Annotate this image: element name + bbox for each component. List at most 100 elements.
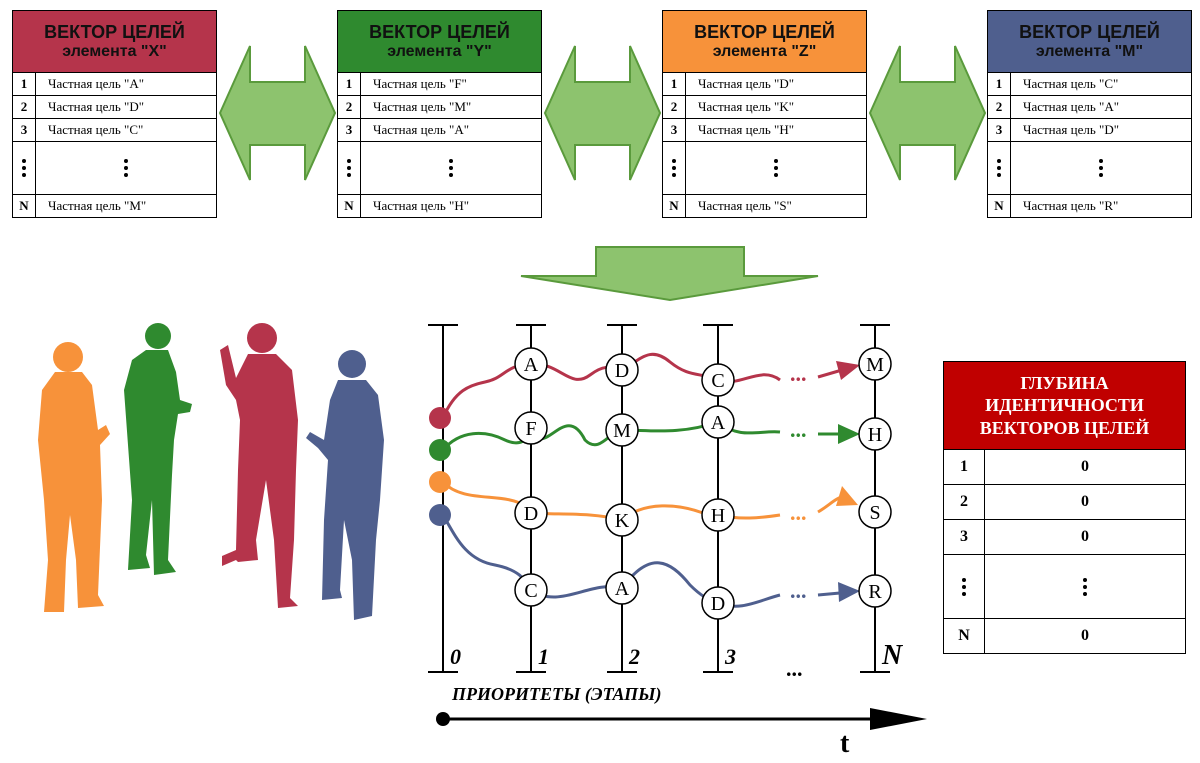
vector-row: 1 Частная цель "F": [338, 73, 541, 96]
ellipsis-icon: [338, 142, 361, 194]
row-text: Частная цель "D": [48, 99, 145, 114]
node-1-2: [605, 353, 639, 387]
row-text: Частная цель "C": [1023, 76, 1119, 91]
arrow-row3: [817, 486, 858, 514]
node-4-2: [605, 571, 639, 605]
row-text: Частная цель "D": [698, 76, 795, 91]
row-text: Частная цель "F": [373, 76, 467, 91]
node-1-4: [858, 347, 892, 381]
row-number: 1: [663, 73, 686, 95]
double-arrow-zm: [868, 45, 987, 181]
row-number: N: [944, 619, 985, 653]
node-label: C: [711, 370, 724, 392]
stage-label-2: 2: [628, 644, 640, 669]
down-arrow: [520, 246, 819, 302]
depth-title-line: ВЕКТОРОВ ЦЕЛЕЙ: [979, 417, 1150, 438]
node-3-2: [605, 503, 639, 537]
row-number: 1: [13, 73, 36, 95]
vector-row-ellipsis: [663, 142, 866, 195]
ellipsis-icon: [985, 555, 1185, 618]
ellipsis-icon: [36, 142, 216, 194]
depth-title-line: ИДЕНТИЧНОСТИ: [985, 395, 1144, 416]
row-number: 1: [988, 73, 1011, 95]
node-label: M: [866, 354, 884, 376]
node-label: H: [711, 505, 725, 527]
row-number: 3: [944, 520, 985, 554]
grid-nodes: [514, 347, 892, 620]
ellipsis-icon: [13, 142, 36, 194]
continuation-dots-row4: ...: [790, 578, 807, 603]
depth-table-header: ГЛУБИНА ИДЕНТИЧНОСТИ ВЕКТОРОВ ЦЕЛЕЙ: [944, 362, 1185, 450]
row-number: 2: [663, 96, 686, 118]
continuation-dots-row3: ...: [790, 500, 807, 525]
node-label: F: [525, 418, 536, 440]
ellipsis-icon: [361, 142, 541, 194]
vector-subtitle: элемента "X": [62, 42, 167, 60]
vector-subtitle: элемента "Y": [387, 42, 492, 60]
node-3-1: [514, 496, 548, 530]
vector-title: ВЕКТОР ЦЕЛЕЙ: [1019, 21, 1160, 42]
vector-title: ВЕКТОР ЦЕЛЕЙ: [694, 21, 835, 42]
double-arrow-xy: [218, 45, 337, 181]
node-label: A: [524, 354, 539, 376]
stage-label-3: 3: [724, 644, 736, 669]
node-label: D: [711, 593, 725, 615]
blue-person: [306, 350, 384, 620]
continuation-dots-row2: ...: [790, 417, 807, 442]
vector-header: ВЕКТОР ЦЕЛЕЙ элемента "Z": [663, 11, 866, 73]
green-person: [124, 323, 192, 575]
node-4-4: [858, 574, 892, 608]
ellipsis-icon: [663, 142, 686, 194]
node-3-4: [858, 495, 892, 529]
ellipsis-icon: [686, 142, 866, 194]
stage-ellipsis: ...: [786, 656, 803, 681]
row-text: Частная цель "M": [48, 198, 147, 213]
depth-row-ellipsis: [944, 555, 1185, 619]
row-number: 2: [338, 96, 361, 118]
arrow-row1: [817, 361, 860, 380]
row-value: 0: [1081, 627, 1089, 644]
ellipsis-icon: [1011, 142, 1191, 194]
node-2-3: [701, 405, 735, 439]
row-number: 1: [338, 73, 361, 95]
vector-row-ellipsis: [988, 142, 1191, 195]
vector-subtitle: элемента "Z": [712, 42, 817, 60]
start-dot-blue: [429, 504, 451, 526]
row-text: Частная цель "A": [1023, 99, 1120, 114]
node-label: M: [613, 420, 631, 442]
vector-row: 2 Частная цель "A": [988, 96, 1191, 119]
node-label: H: [868, 424, 882, 446]
row-number: 2: [988, 96, 1011, 118]
row-text: Частная цель "H": [698, 122, 795, 137]
vector-subtitle: элемента "M": [1035, 42, 1144, 60]
vector-header: ВЕКТОР ЦЕЛЕЙ элемента "Y": [338, 11, 541, 73]
ellipsis-icon: [944, 555, 985, 618]
stage-label-n: N: [881, 640, 904, 671]
orange-person: [38, 342, 110, 612]
vector-table-y: ВЕКТОР ЦЕЛЕЙ элемента "Y" 1 Частная цель …: [337, 10, 542, 218]
row-value: 0: [1081, 493, 1089, 510]
node-label: R: [868, 581, 882, 603]
arrow-row4: [817, 582, 860, 602]
row-text: Частная цель "C": [48, 122, 144, 137]
node-2-2: [605, 413, 639, 447]
stage-label-1: 1: [538, 644, 549, 669]
node-4-1: [514, 573, 548, 607]
vector-header: ВЕКТОР ЦЕЛЕЙ элемента "M": [988, 11, 1191, 73]
row-number: 1: [944, 450, 985, 484]
start-dot-red: [429, 407, 451, 429]
ellipsis-icon: [988, 142, 1011, 194]
axis-label: ПРИОРИТЕТЫ (ЭТАПЫ): [451, 684, 662, 705]
row-value: 0: [1081, 528, 1089, 545]
node-2-1: [514, 411, 548, 445]
